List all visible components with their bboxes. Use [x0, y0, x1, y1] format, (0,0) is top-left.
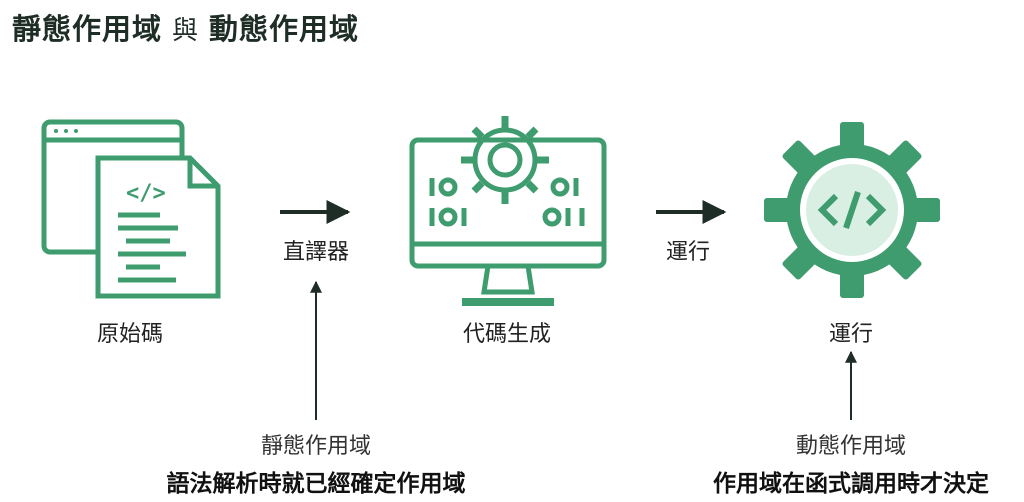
note-dynamic-label: 動態作用域 [795, 434, 907, 459]
title-dynamic: 動態作用域 [209, 12, 360, 46]
run-gear-icon [764, 122, 940, 298]
title-static: 靜態作用域 [12, 12, 163, 46]
label-source-code: 原始碼 [96, 322, 164, 347]
note-static-label: 靜態作用域 [260, 434, 372, 459]
svg-text:</>: </> [126, 181, 166, 206]
code-generation-icon [409, 116, 607, 306]
label-interpreter: 直譯器 [282, 240, 350, 265]
label-run: 運行 [828, 322, 874, 347]
note-dynamic-description: 作用域在函式調用時才決定 [713, 471, 989, 497]
source-code-icon: </> [41, 119, 221, 299]
title-conjunction: 與 [172, 16, 200, 46]
label-code-generation: 代碼生成 [462, 322, 552, 347]
note-static-description: 語法解析時就已經確定作用域 [166, 471, 466, 497]
page-title: 靜態作用域與動態作用域 [12, 6, 359, 48]
label-run-arrow: 運行 [665, 240, 711, 265]
